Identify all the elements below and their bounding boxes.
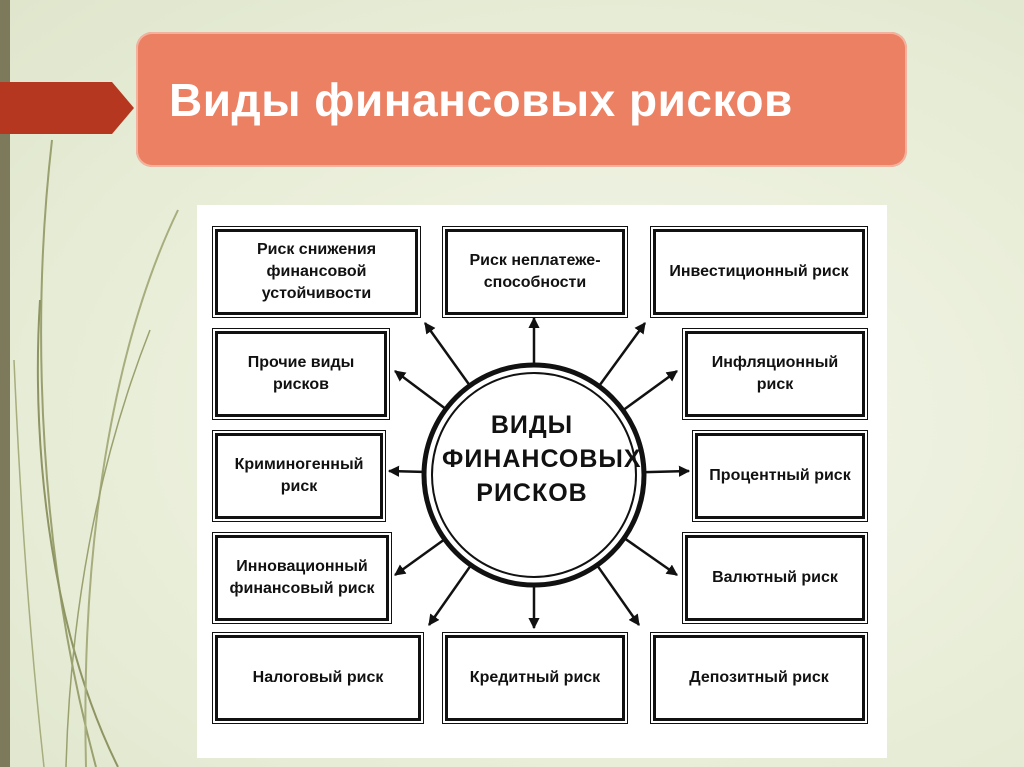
slide-title: Виды финансовых рисков — [169, 73, 793, 126]
arrow-financial-stability — [423, 322, 470, 385]
box-insolvency-risk: Риск неплатеже-способности — [442, 226, 628, 318]
box-financial-stability-risk: Риск снижения финансовой устойчивости — [212, 226, 421, 318]
arrow-other — [394, 369, 446, 409]
left-accent-bar — [0, 0, 10, 767]
box-investment-risk: Инвестиционный риск — [650, 226, 868, 318]
diagram-arrows — [387, 316, 691, 630]
box-inflation-risk: Инфляционный риск — [682, 328, 868, 420]
grass-decoration — [13, 139, 179, 767]
center-circle-outer — [421, 362, 647, 588]
arrow-inflation — [623, 369, 678, 411]
box-innovation-risk: Инновационный финансовый риск — [212, 532, 392, 624]
arrow-deposit — [597, 566, 641, 626]
arrow-currency — [625, 538, 678, 577]
box-criminogenic-risk: Криминогенный риск — [212, 430, 386, 522]
arrow-tax — [427, 566, 471, 626]
arrow-criminogenic — [387, 465, 423, 477]
title-banner: Виды финансовых рисков — [136, 32, 907, 167]
box-interest-risk: Процентный риск — [692, 430, 868, 522]
center-circle-inner — [431, 372, 637, 578]
risk-diagram: ВИДЫ ФИНАНСОВЫХ РИСКОВ Риск снижения фин… — [197, 205, 887, 758]
box-other-risks: Прочие виды рисков — [212, 328, 390, 420]
arrow-innovation — [394, 539, 444, 577]
box-currency-risk: Валютный риск — [682, 532, 868, 624]
arrow-investment — [599, 322, 647, 386]
box-deposit-risk: Депозитный риск — [650, 632, 868, 724]
title-arrow-tab — [0, 82, 134, 134]
arrow-interest — [645, 465, 691, 477]
box-tax-risk: Налоговый риск — [212, 632, 424, 724]
center-label: ВИДЫ ФИНАНСОВЫХ РИСКОВ — [442, 411, 642, 507]
box-credit-risk: Кредитный риск — [442, 632, 628, 724]
